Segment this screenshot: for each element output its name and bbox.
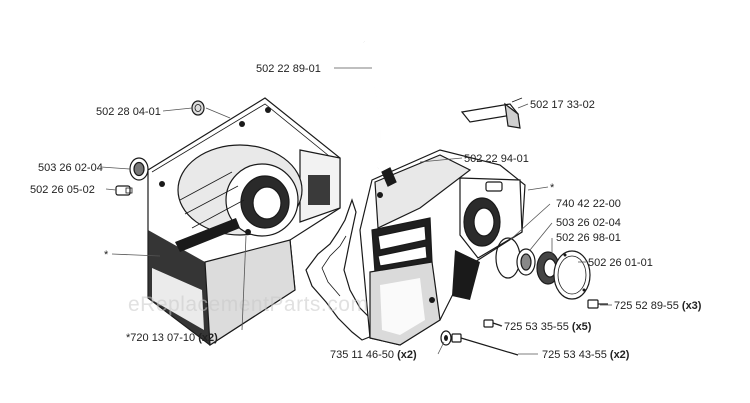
- plug-left: [115, 185, 133, 196]
- screw-725-52-89-55: [587, 299, 608, 309]
- oil-seal-left: [129, 157, 149, 181]
- label-part-502-26-98-01: 502 26 98-01: [556, 232, 621, 244]
- label-part-502-22-94-01: 502 22 94-01: [464, 153, 529, 165]
- label-part-725-52-89-55: 725 52 89-55 (x3): [614, 300, 702, 312]
- washer-735-11-46-50: [440, 330, 452, 346]
- o-ring-thin: [495, 237, 521, 279]
- label-part-503-26-02-04-right: 503 26 02-04: [556, 217, 621, 229]
- left-crankcase-half: [147, 97, 341, 347]
- label-part-725-53-35-55: 725 53 35-55 (x5): [504, 321, 592, 333]
- part-labels: 502 22 89-01 502 28 04-01 502 17 33-02 5…: [30, 63, 702, 361]
- label-asterisk-right: *: [550, 182, 555, 194]
- leader-lines: [100, 67, 612, 355]
- label-part-720-13-07-10: *720 13 07-10 (x2): [126, 332, 218, 344]
- label-part-740-42-22-00: 740 42 22-00: [556, 198, 621, 210]
- label-part-503-26-02-04-left: 503 26 02-04: [38, 162, 103, 174]
- label-part-502-26-05-02: 502 26 05-02: [30, 184, 95, 196]
- bracket-part: [460, 97, 523, 129]
- cover-plate-right: [553, 250, 591, 300]
- impulse-hose: [363, 41, 382, 169]
- label-part-502-22-89-01: 502 22 89-01: [256, 63, 321, 75]
- label-part-502-28-04-01: 502 28 04-01: [96, 106, 161, 118]
- crankcase-gasket: [305, 198, 373, 341]
- oil-seal-right: [516, 248, 536, 276]
- bearing-seal-small: [191, 100, 205, 116]
- label-asterisk-left: *: [104, 249, 109, 261]
- label-part-502-17-33-02: 502 17 33-02: [530, 99, 595, 111]
- watermark-text: eReplacementParts.com: [128, 293, 368, 316]
- label-part-725-53-43-55: 725 53 43-55 (x2): [542, 349, 630, 361]
- long-screw-725-53-43-55: [451, 333, 519, 356]
- label-part-735-11-46-50: 735 11 46-50 (x2): [330, 349, 417, 361]
- screw-725-53-35-55: [483, 319, 503, 328]
- label-part-502-26-01-01: 502 26 01-01: [588, 257, 653, 269]
- right-crankcase-half: [359, 149, 526, 346]
